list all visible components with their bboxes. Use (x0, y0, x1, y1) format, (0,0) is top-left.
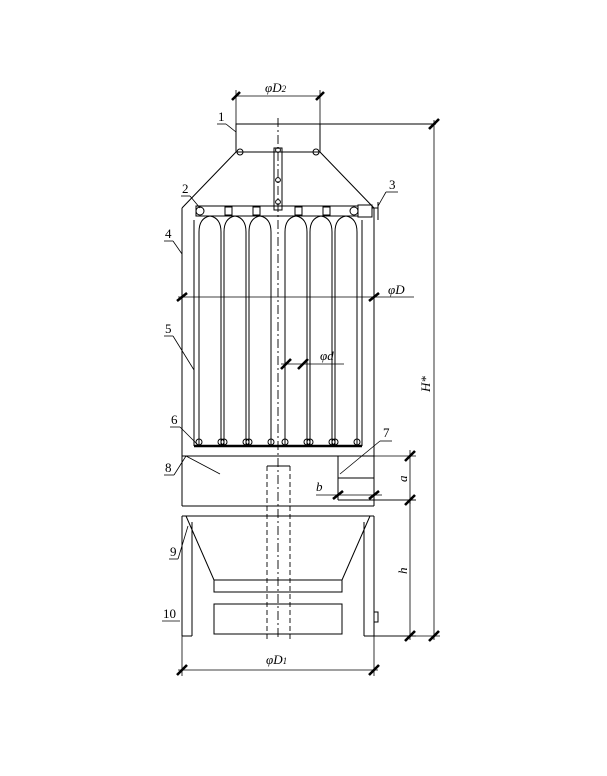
callout-label-3: 3 (389, 177, 396, 192)
dimension-d-label: φD (388, 282, 405, 297)
part-callouts: 1 2 3 4 5 6 7 8 9 10 (162, 109, 398, 622)
dimension-a: a (374, 450, 416, 506)
dimension-H: H* (374, 118, 440, 642)
callout-label-8: 8 (165, 460, 172, 475)
dimension-d1-label: φD1 (266, 652, 287, 667)
dimension-d2: φD2 (231, 80, 325, 124)
hopper (182, 505, 374, 635)
conical-hood (181, 151, 375, 209)
header-pipe (195, 202, 379, 220)
filter-bags (198, 215, 358, 447)
callout-label-7: 7 (383, 425, 390, 440)
callout-label-5: 5 (165, 321, 172, 336)
dimension-b: b (316, 479, 382, 501)
callout-label-6: 6 (171, 412, 178, 427)
dimension-H-label: H* (418, 376, 433, 393)
callout-label-4: 4 (165, 226, 172, 241)
inlet-duct (337, 455, 375, 501)
callout-label-1: 1 (218, 109, 225, 124)
dimension-b-label: b (316, 479, 323, 494)
dimension-d: φD (176, 282, 414, 303)
dimension-h: h (374, 499, 416, 642)
dimension-dd: φd (280, 348, 344, 370)
dimension-d1: φD1 (176, 636, 380, 676)
dimension-h-label: h (395, 568, 410, 575)
dimension-d2-label: φD2 (265, 80, 287, 95)
inner-pipe (266, 465, 291, 640)
support-legs (181, 516, 379, 637)
dimension-a-label: a (395, 475, 410, 482)
callout-label-9: 9 (170, 544, 177, 559)
top-outlet (235, 123, 436, 156)
callout-label-10: 10 (163, 606, 176, 621)
dimension-dd-label: φd (320, 348, 334, 363)
callout-label-2: 2 (182, 181, 189, 196)
